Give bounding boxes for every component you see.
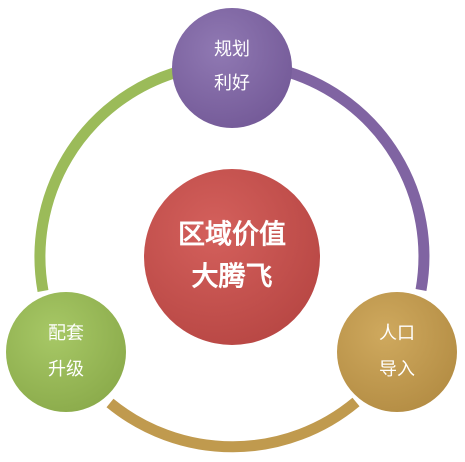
node-left: 配套 升级 [6,292,126,412]
node-left-label-line2: 升级 [48,359,84,380]
node-right: 人口 导入 [337,292,457,412]
arc-left-to-top [34,67,176,292]
arc-top-to-right [286,66,430,291]
center-node: 区域价值 大腾飞 [144,169,320,345]
center-label-line2: 大腾飞 [192,262,273,293]
node-right-label-line1: 人口 [379,323,415,344]
node-top-circle [172,8,292,128]
node-right-label-line2: 导入 [379,359,415,380]
arc-right-to-left [106,397,360,453]
node-top-label-line2: 利好 [214,73,250,94]
node-top-label-line1: 规划 [214,39,250,60]
center-circle [144,169,320,345]
node-left-label-line1: 配套 [48,323,84,344]
node-top: 规划 利好 [172,8,292,128]
node-right-circle [337,292,457,412]
node-left-circle [6,292,126,412]
center-label-line1: 区域价值 [178,220,286,251]
